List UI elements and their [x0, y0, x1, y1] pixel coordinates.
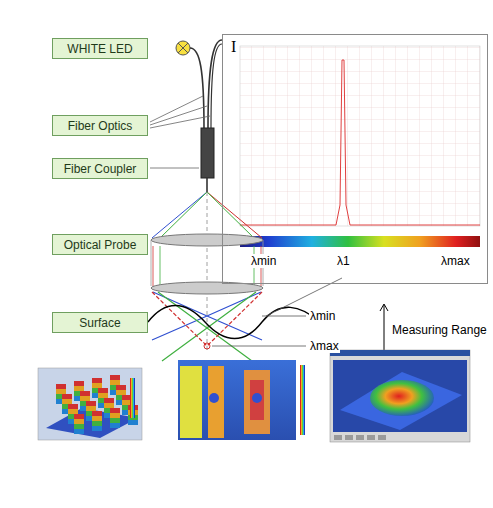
box-label: Fiber Coupler [64, 162, 137, 176]
axis-label: I [223, 35, 236, 56]
box-label: WHITE LED [67, 42, 132, 56]
box-label: Surface [79, 316, 120, 330]
box-label: Optical Probe [64, 238, 137, 252]
label-box: Surface [52, 312, 148, 333]
box-label: Fiber Optics [68, 119, 133, 133]
label-box: Optical Probe [52, 234, 148, 255]
label-box: WHITE LED [52, 38, 148, 59]
wavelength-label: λmax [440, 254, 471, 268]
wavelength-label: λmin [309, 309, 336, 323]
label-box: Fiber Coupler [52, 158, 148, 179]
wavelength-label: λmax [309, 339, 340, 353]
wavelength-label: λmin [250, 254, 277, 268]
wavelength-label: λ1 [336, 254, 351, 268]
range-label: Measuring Range [391, 323, 488, 337]
spectrum-panel: I [222, 34, 488, 284]
label-box: Fiber Optics [52, 115, 148, 136]
